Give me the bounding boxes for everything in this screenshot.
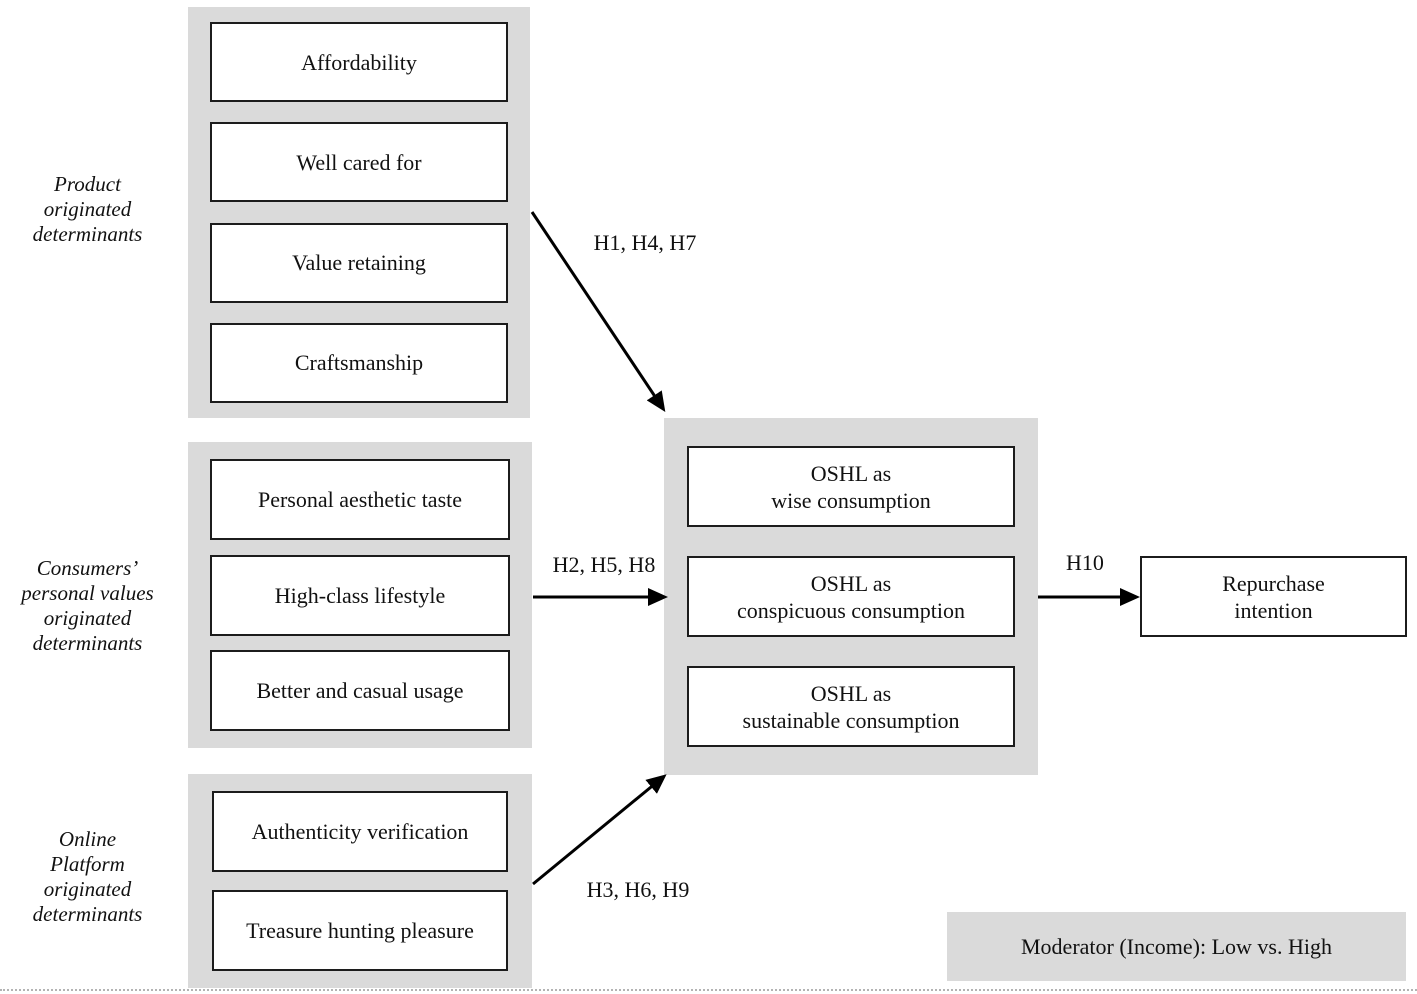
moderator-income-label: Moderator (Income): Low vs. High: [1021, 933, 1332, 959]
box-well-cared-for: Well cared for: [210, 122, 508, 203]
box-value-retaining: Value retaining: [210, 222, 508, 303]
box-oshl-wise-consumption: OSHL as wise consumption: [687, 446, 1015, 527]
box-better-and-casual-usage: Better and casual usage: [210, 650, 510, 731]
box-oshl-conspicuous-consumption: OSHL as conspicuous consumption: [687, 556, 1015, 637]
group-online-platform-determinants: Authenticity verification Treasure hunti…: [188, 774, 532, 988]
box-repurchase-intention: Repurchase intention: [1140, 556, 1407, 637]
box-treasure-hunting-pleasure: Treasure hunting pleasure: [212, 890, 508, 971]
box-personal-aesthetic-taste: Personal aesthetic taste: [210, 459, 510, 540]
group-label-online-platform-originated: Online Platform originated determinants: [32, 827, 143, 926]
hypothesis-label-h2-h5-h8: H2, H5, H8: [552, 552, 656, 577]
moderator-income-note: Moderator (Income): Low vs. High: [947, 912, 1406, 981]
hypothesis-label-h10: H10: [1066, 550, 1104, 575]
box-craftsmanship: Craftsmanship: [210, 322, 508, 403]
group-oshl-mediators: OSHL as wise consumption OSHL as conspic…: [664, 418, 1038, 775]
group-label-product-originated: Product originated determinants: [32, 172, 143, 246]
arrow-platform-to-oshl: [532, 774, 667, 886]
box-authenticity-verification: Authenticity verification: [212, 791, 508, 872]
box-affordability: Affordability: [210, 22, 508, 102]
hypothesis-label-h3-h6-h9: H3, H6, H9: [586, 877, 690, 902]
group-consumer-values-determinants: Personal aesthetic taste High-class life…: [188, 442, 532, 748]
bottom-dotted-rule: [0, 989, 1417, 991]
group-product-determinants: Affordability Well cared for Value retai…: [188, 7, 530, 418]
box-oshl-sustainable-consumption: OSHL as sustainable consumption: [687, 666, 1015, 747]
group-label-consumer-values-originated: Consumers’ personal values originated de…: [21, 556, 154, 655]
box-high-class-lifestyle: High-class lifestyle: [210, 554, 510, 636]
hypothesis-label-h1-h4-h7: H1, H4, H7: [593, 230, 697, 255]
